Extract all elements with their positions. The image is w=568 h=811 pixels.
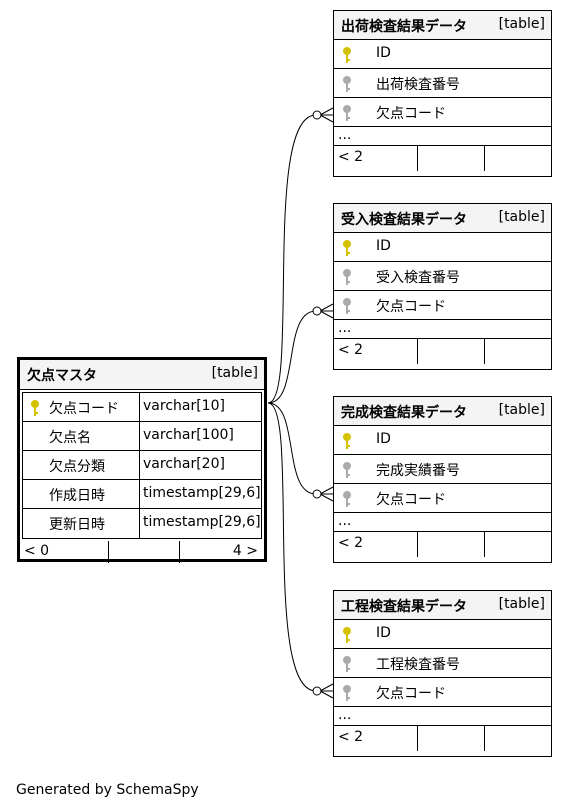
table-header: 工程検査結果データ [table]	[334, 591, 551, 620]
column-row[interactable]: 出荷検査番号	[334, 69, 551, 98]
table-type: [table]	[498, 596, 545, 612]
column-row[interactable]: 欠点コード	[334, 484, 551, 513]
table-header: 受入検査結果データ [table]	[334, 204, 551, 233]
table-header: 欠点マスタ [table]	[20, 360, 264, 390]
column-name: 欠点分類	[49, 459, 105, 475]
parent-count: < 2	[338, 535, 364, 551]
edge-kansei	[267, 402, 317, 495]
column-row[interactable]: ID	[334, 620, 551, 649]
column-name: 欠点コード	[376, 686, 446, 702]
column-row[interactable]: 欠点コード	[334, 291, 551, 320]
table-type: [table]	[498, 402, 545, 418]
column-name: 欠点コード	[376, 492, 446, 508]
column-row[interactable]: 欠点コード varchar[10]	[23, 393, 261, 422]
column-name: 出荷検査番号	[376, 77, 460, 93]
primary-key-icon	[343, 627, 351, 643]
foreign-key-icon	[343, 298, 351, 314]
foreign-key-icon	[343, 462, 351, 478]
column-name: ID	[376, 625, 391, 641]
column-name: 欠点名	[49, 430, 91, 446]
table-name: 欠点マスタ	[27, 368, 97, 384]
table-shukka-kensa[interactable]: 出荷検査結果データ [table] ID 出荷検査番号 欠点コード ... < …	[333, 10, 552, 177]
generated-by-text: Generated by SchemaSpy	[16, 782, 199, 798]
foreign-key-icon	[343, 656, 351, 672]
column-name: 欠点コード	[376, 299, 446, 315]
table-name: 受入検査結果データ	[341, 212, 467, 228]
primary-key-icon	[31, 400, 39, 416]
more-columns: ...	[334, 320, 551, 339]
parent-count: < 2	[338, 729, 364, 745]
edge-ukeire	[267, 310, 317, 404]
column-row[interactable]: 更新日時 timestamp[29,6]	[23, 509, 261, 538]
more-columns: ...	[334, 127, 551, 146]
more-columns: ...	[334, 707, 551, 726]
column-name: ID	[376, 45, 391, 61]
column-row[interactable]: 完成実績番号	[334, 455, 551, 484]
column-row[interactable]: 受入検査番号	[334, 262, 551, 291]
column-name: ID	[376, 238, 391, 254]
column-row[interactable]: 欠点コード	[334, 98, 551, 127]
column-name: ID	[376, 431, 391, 447]
column-name: 工程検査番号	[376, 657, 460, 673]
foreign-key-icon	[343, 491, 351, 507]
parent-count: < 2	[338, 342, 364, 358]
column-type: varchar[20]	[143, 456, 225, 472]
table-ukeire-kensa[interactable]: 受入検査結果データ [table] ID 受入検査番号 欠点コード ... < …	[333, 203, 552, 370]
column-type: varchar[100]	[143, 427, 234, 443]
table-type: [table]	[498, 209, 545, 225]
table-kansei-kensa[interactable]: 完成検査結果データ [table] ID 完成実績番号 欠点コード ... < …	[333, 396, 552, 563]
primary-key-icon	[343, 47, 351, 63]
table-footer: < 2	[334, 339, 551, 364]
table-footer: < 2	[334, 726, 551, 751]
table-header: 出荷検査結果データ [table]	[334, 11, 551, 40]
table-header: 完成検査結果データ [table]	[334, 397, 551, 426]
edge-end-circle	[312, 489, 322, 499]
column-row[interactable]: 欠点コード	[334, 678, 551, 707]
column-name: 更新日時	[49, 517, 105, 533]
column-type: timestamp[29,6]	[143, 485, 261, 501]
column-row[interactable]: ID	[334, 233, 551, 262]
edge-koutei	[267, 402, 317, 692]
edge-end-circle	[312, 306, 322, 316]
parent-count: < 2	[338, 149, 364, 165]
edge-end-circle	[312, 686, 322, 696]
column-row[interactable]: ID	[334, 40, 551, 69]
edge-end-circle	[312, 110, 322, 120]
table-koutei-kensa[interactable]: 工程検査結果データ [table] ID 工程検査番号 欠点コード ... < …	[333, 590, 552, 757]
foreign-key-icon	[343, 269, 351, 285]
table-name: 出荷検査結果データ	[341, 19, 467, 35]
column-name: 完成実績番号	[376, 463, 460, 479]
table-footer: < 2	[334, 532, 551, 557]
child-count: 4 >	[232, 543, 258, 559]
column-type: timestamp[29,6]	[143, 514, 261, 530]
foreign-key-icon	[343, 685, 351, 701]
edge-shukka	[267, 114, 317, 404]
table-kekten-master[interactable]: 欠点マスタ [table] 欠点コード varchar[10] 欠点名 varc…	[17, 357, 267, 563]
column-type: varchar[10]	[143, 398, 225, 414]
foreign-key-icon	[343, 105, 351, 121]
table-footer: < 0 4 >	[20, 541, 264, 563]
foreign-key-icon	[343, 76, 351, 92]
column-row[interactable]: 欠点分類 varchar[20]	[23, 451, 261, 480]
column-row[interactable]: 欠点名 varchar[100]	[23, 422, 261, 451]
primary-key-icon	[343, 240, 351, 256]
table-name: 工程検査結果データ	[341, 599, 467, 615]
primary-key-icon	[343, 433, 351, 449]
column-row[interactable]: ID	[334, 426, 551, 455]
column-list: 欠点コード varchar[10] 欠点名 varchar[100] 欠点分類 …	[22, 392, 262, 539]
table-type: [table]	[211, 365, 258, 381]
more-columns: ...	[334, 513, 551, 532]
column-name: 欠点コード	[376, 106, 446, 122]
parent-count: < 0	[24, 543, 50, 559]
column-name: 作成日時	[49, 488, 105, 504]
table-type: [table]	[498, 16, 545, 32]
column-name: 受入検査番号	[376, 270, 460, 286]
column-row[interactable]: 作成日時 timestamp[29,6]	[23, 480, 261, 509]
column-name: 欠点コード	[49, 401, 119, 417]
column-row[interactable]: 工程検査番号	[334, 649, 551, 678]
table-name: 完成検査結果データ	[341, 405, 467, 421]
table-footer: < 2	[334, 146, 551, 171]
